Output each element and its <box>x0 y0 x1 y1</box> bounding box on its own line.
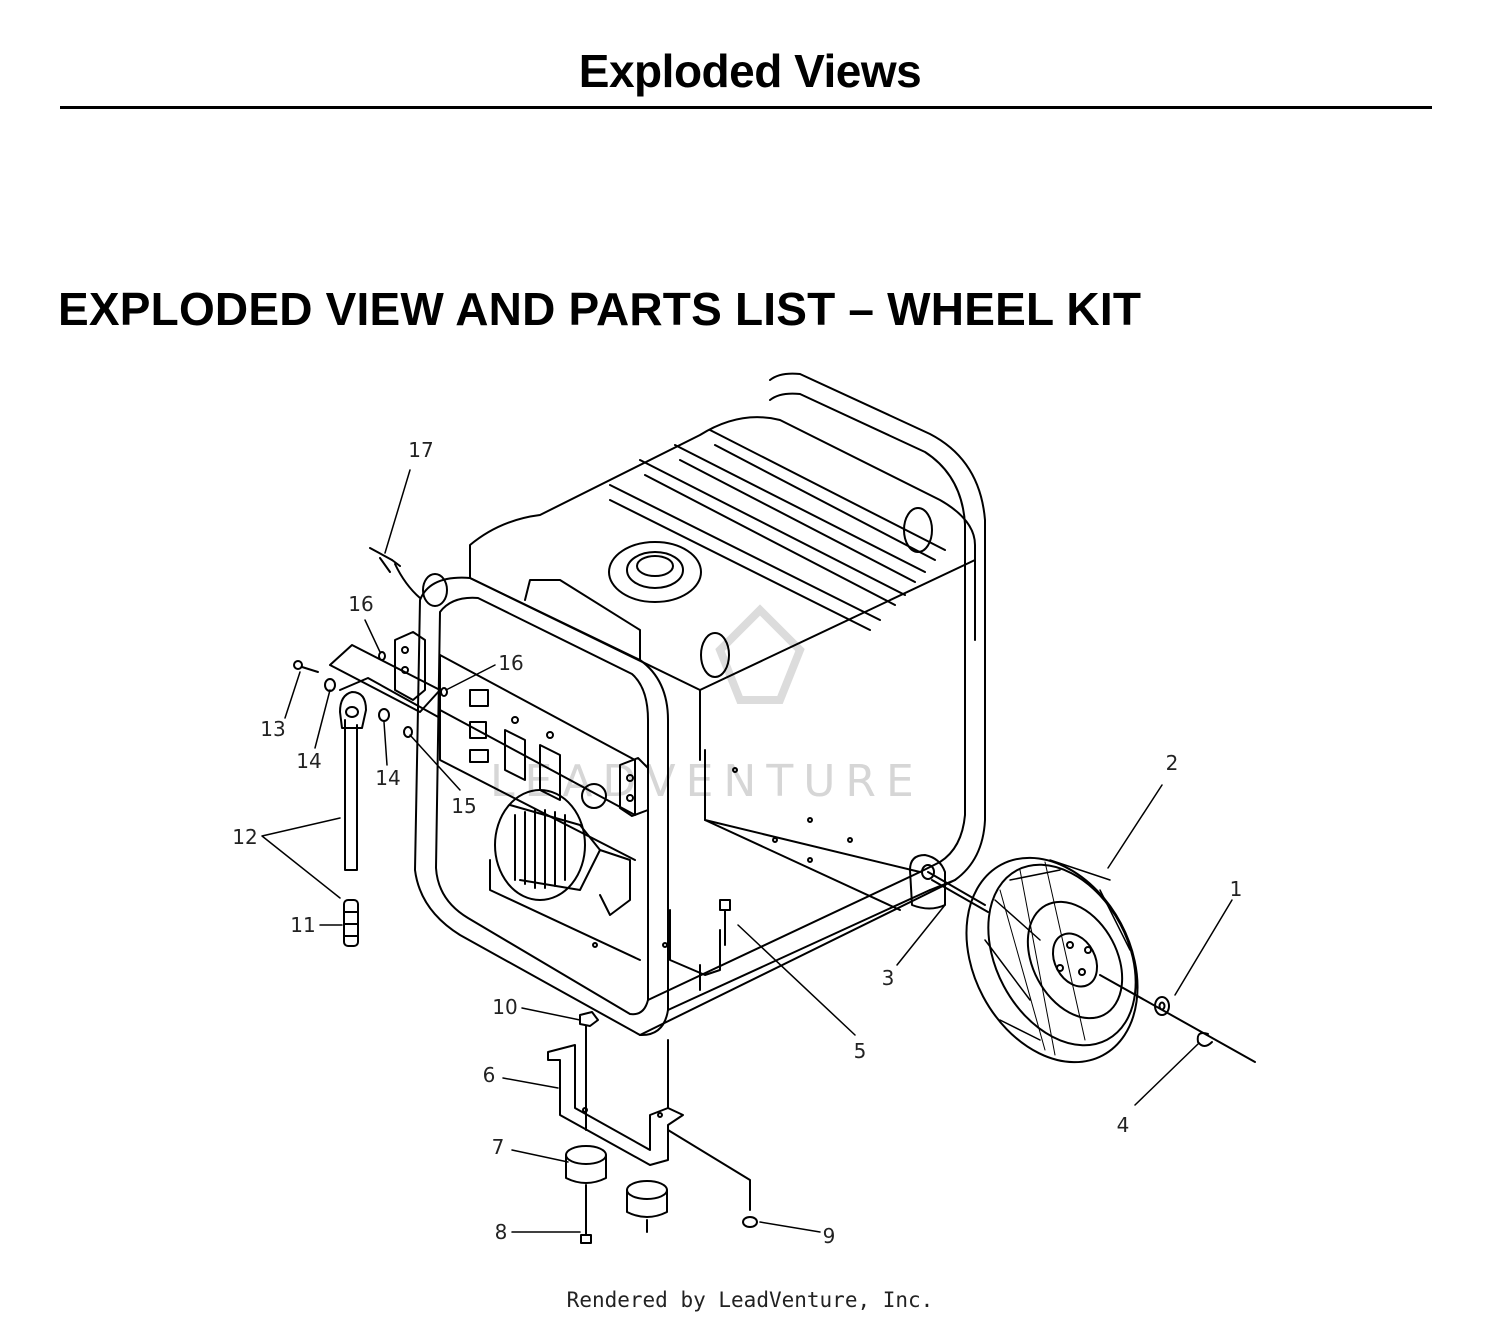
bolt-part-13 <box>293 660 319 673</box>
nut-part-10 <box>579 1011 599 1131</box>
nut-part-15 <box>403 726 413 738</box>
leader-lines <box>261 469 1233 1233</box>
callout-7: 7 <box>492 1135 505 1159</box>
callout-10: 10 <box>492 995 517 1019</box>
page-header-title: Exploded Views <box>578 45 922 97</box>
axle-bracket <box>909 854 989 913</box>
callout-9: 9 <box>823 1224 836 1248</box>
pin-part-17 <box>369 547 421 599</box>
footer-credit: Rendered by LeadVenture, Inc. <box>566 1288 934 1312</box>
engine-base <box>592 749 921 991</box>
callout-6: 6 <box>483 1063 496 1087</box>
callout-16-upper: 16 <box>348 592 373 616</box>
rubber-foot <box>626 1180 668 1233</box>
handle-bracket <box>329 644 441 719</box>
watermark-text: LEADVENTURE <box>490 756 924 807</box>
callout-13: 13 <box>260 717 285 741</box>
callout-1: 1 <box>1230 877 1243 901</box>
callout-3: 3 <box>882 966 895 990</box>
callout-12: 12 <box>232 825 257 849</box>
callout-labels: 1 2 3 4 5 6 7 8 9 10 11 12 13 14 14 15 1… <box>232 438 1242 1248</box>
handle-grip-part-11 <box>343 899 359 947</box>
callout-11: 11 <box>290 913 315 937</box>
foot-bracket-part-6 <box>547 1044 684 1166</box>
callout-4: 4 <box>1117 1113 1130 1137</box>
rubber-foot-part-7 <box>565 1145 607 1184</box>
callout-2: 2 <box>1166 751 1179 775</box>
callout-8: 8 <box>495 1220 508 1244</box>
section-title: EXPLODED VIEW AND PARTS LIST – WHEEL KIT <box>58 283 1142 335</box>
callout-5: 5 <box>854 1039 867 1063</box>
part-9-leader-path <box>667 1129 751 1211</box>
watermark: LEADVENTURE <box>490 604 924 807</box>
fuel-tank <box>422 416 976 761</box>
callout-16-lower: 16 <box>498 651 523 675</box>
alternator <box>489 789 641 961</box>
callout-14-left: 14 <box>296 749 321 773</box>
nut-part-16 <box>378 651 448 697</box>
mount-plate <box>394 631 649 817</box>
generator-frame <box>414 372 986 1037</box>
callout-17: 17 <box>408 438 433 462</box>
axle-centerline <box>1099 974 1256 1063</box>
bolt-part-5 <box>719 899 731 946</box>
header-divider <box>60 106 1432 109</box>
handle-part-12 <box>339 691 367 871</box>
callout-14-right: 14 <box>375 766 400 790</box>
callout-15: 15 <box>451 794 476 818</box>
bolt-part-8 <box>580 1184 592 1244</box>
nut-part-9 <box>742 1216 758 1228</box>
wheel <box>965 856 1139 1064</box>
